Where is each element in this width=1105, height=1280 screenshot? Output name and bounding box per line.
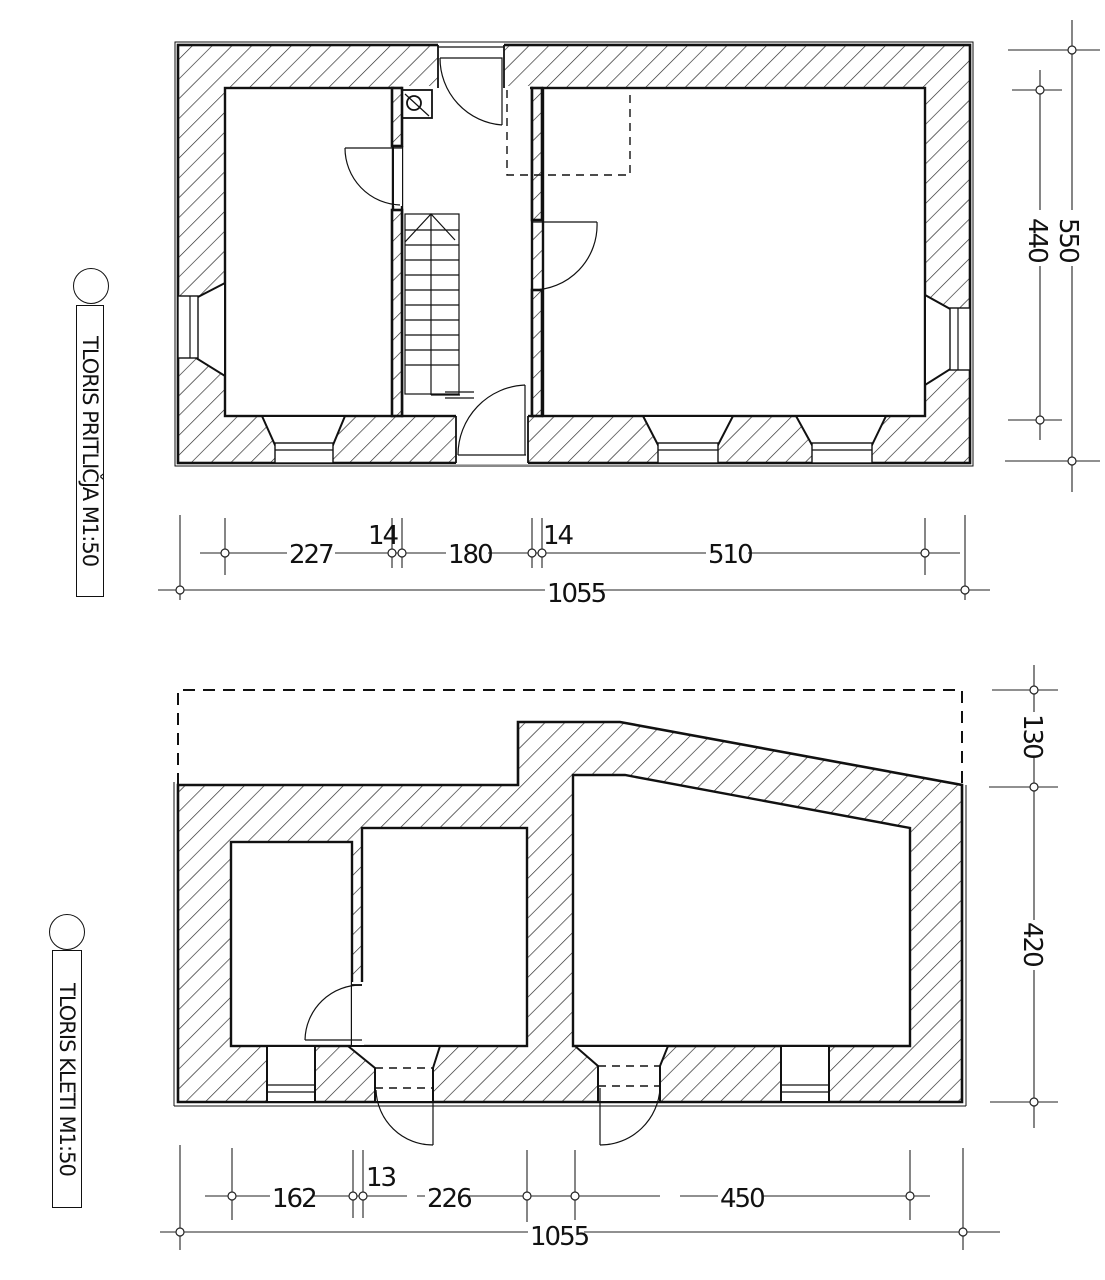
dim-14-right: 14 xyxy=(543,521,574,551)
rear-door-swing xyxy=(457,384,526,456)
basement-room-2 xyxy=(360,826,529,1048)
ground-floor-left-room xyxy=(223,86,395,418)
basement-title-circle xyxy=(49,914,85,950)
ground-floor-footprint-outline xyxy=(177,689,963,785)
entrance-door-swing xyxy=(439,57,503,126)
basement-title-box: TLORIS KLETI M1:50 xyxy=(52,950,82,1208)
ground-floor-plan xyxy=(174,41,974,467)
interior-wall-right-upper xyxy=(530,86,544,222)
ground-floor-title: TLORIS PRITLIČJA M1:50 xyxy=(78,335,102,567)
dim-14-left: 14 xyxy=(368,521,399,551)
interior-wall-right-lower xyxy=(530,288,544,418)
basement-vertical-dimensions: 130 420 xyxy=(989,665,1058,1128)
dim-162: 162 xyxy=(272,1184,316,1214)
ground-floor-title-box: TLORIS PRITLIČJA M1:50 xyxy=(76,305,104,597)
dim-130: 130 xyxy=(1017,714,1047,758)
dim-510: 510 xyxy=(708,540,752,570)
dim-1055-basement: 1055 xyxy=(530,1222,589,1252)
dim-227: 227 xyxy=(289,540,333,570)
basement-door-3-swing xyxy=(599,1087,661,1146)
dim-13: 13 xyxy=(366,1163,396,1193)
basement-room-3 xyxy=(571,773,912,1048)
basement-door-2-swing xyxy=(375,1088,434,1146)
basement-title: TLORIS KLETI M1:50 xyxy=(55,982,79,1176)
ground-floor-horizontal-dimensions: 227 14 180 14 510 1055 xyxy=(158,515,990,609)
dim-226: 226 xyxy=(427,1184,471,1214)
right-room-door-swing xyxy=(531,221,598,291)
interior-wall-chimney xyxy=(390,86,404,148)
dim-550: 550 xyxy=(1053,218,1083,262)
dim-420: 420 xyxy=(1017,922,1047,966)
dim-450: 450 xyxy=(720,1184,764,1214)
basement-plan xyxy=(173,689,967,1146)
chimney xyxy=(401,89,433,119)
dim-1055-ground: 1055 xyxy=(547,579,606,609)
basement-openings xyxy=(266,1045,830,1146)
basement-room-1 xyxy=(229,840,354,1048)
chimney-flue-icon xyxy=(406,95,422,111)
dim-180: 180 xyxy=(448,540,492,570)
ground-floor-title-circle xyxy=(73,268,109,304)
ceiling-opening-outline xyxy=(506,90,631,176)
ground-floor-vertical-dimensions: 440 550 xyxy=(1005,20,1100,492)
basement-inner-door-swing xyxy=(304,984,363,1041)
left-room-door-swing xyxy=(344,147,402,206)
interior-wall-stair-left xyxy=(390,208,404,418)
ground-floor-right-room xyxy=(541,86,927,418)
staircase xyxy=(404,213,474,399)
basement-horizontal-dimensions: 162 13 226 450 1055 xyxy=(160,1145,1000,1252)
dim-440: 440 xyxy=(1022,218,1052,262)
ground-floor-windows xyxy=(177,281,971,464)
